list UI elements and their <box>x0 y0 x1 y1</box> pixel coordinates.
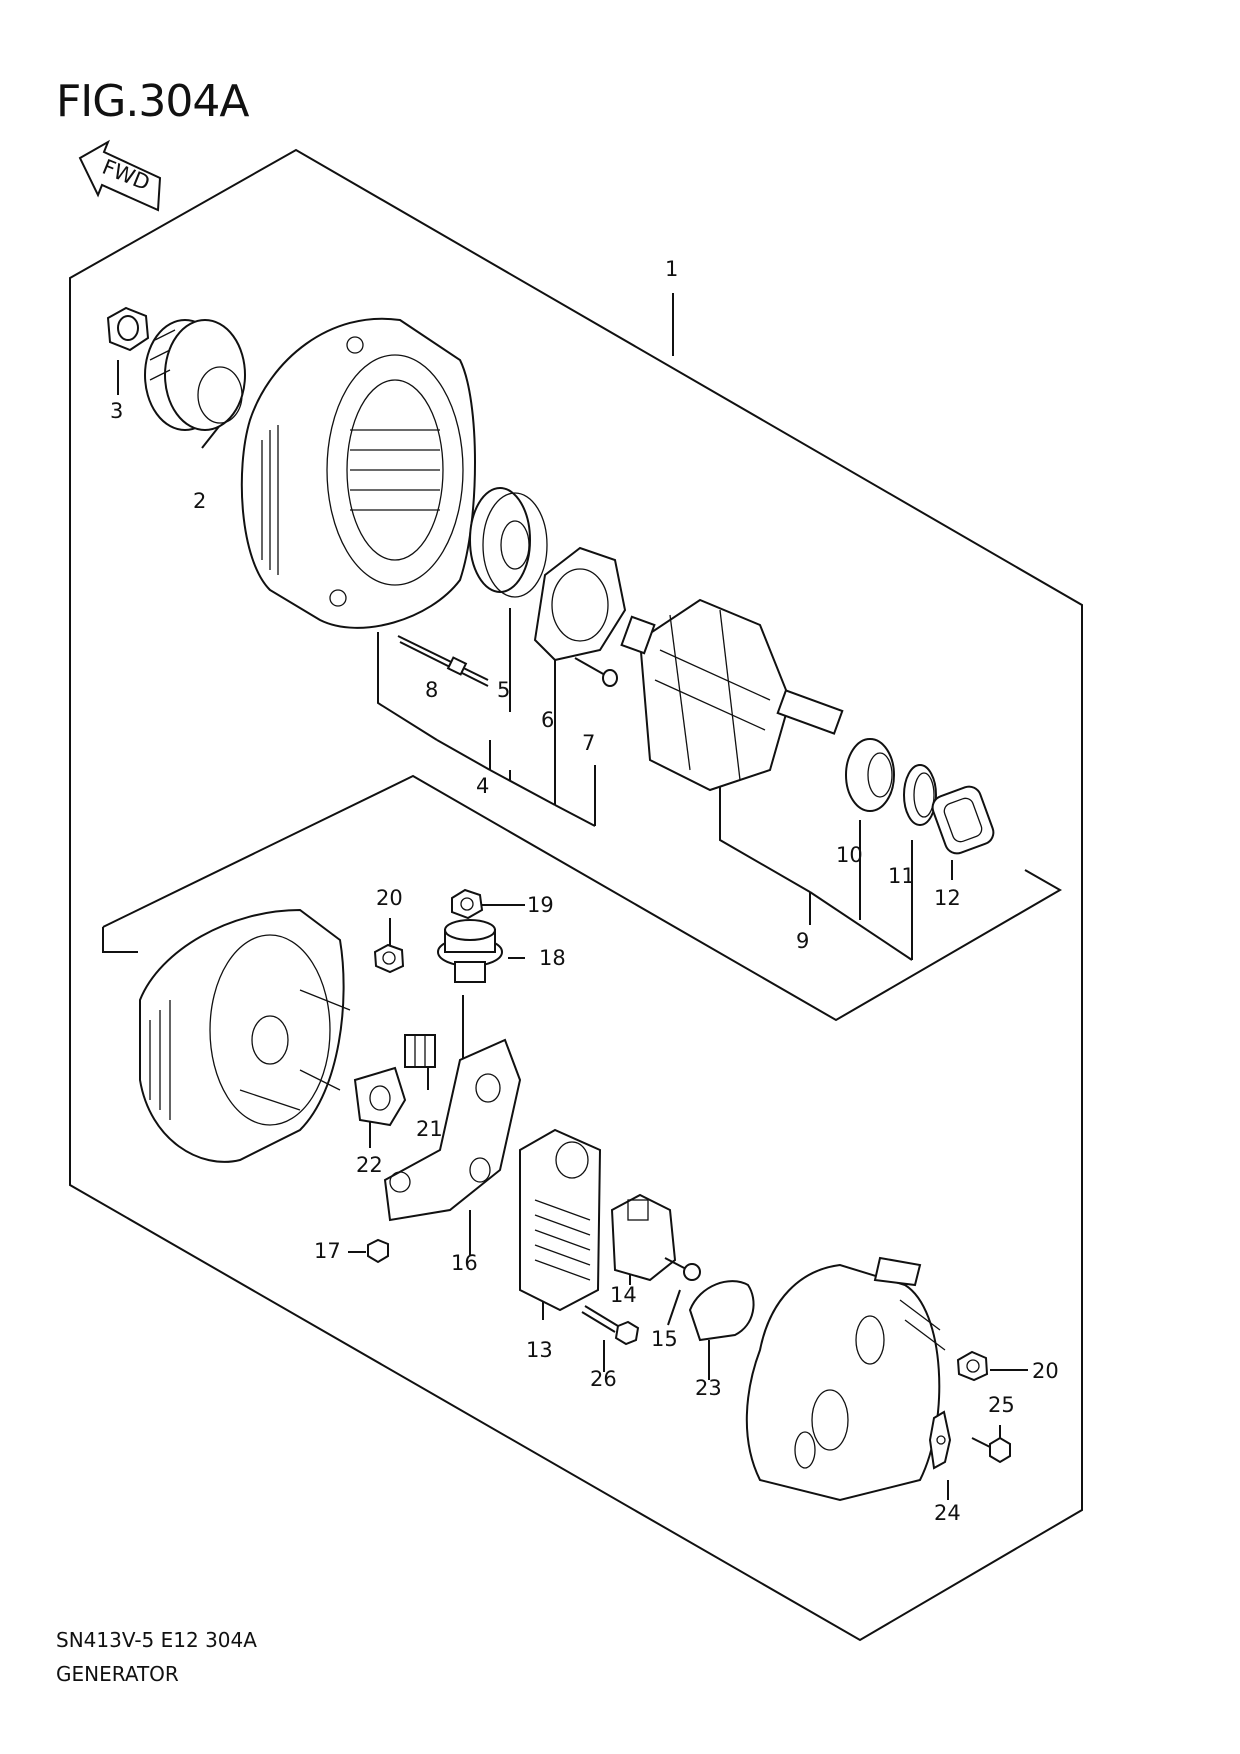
callout-18: 18 <box>539 946 566 970</box>
callout-6: 6 <box>541 708 554 732</box>
nut-lower <box>956 1350 989 1382</box>
callout-24: 24 <box>934 1501 961 1525</box>
callout-19: 19 <box>527 893 554 917</box>
callout-22: 22 <box>356 1153 383 1177</box>
terminal-cap <box>688 1280 755 1342</box>
callout-4: 4 <box>476 774 489 798</box>
terminal-nut <box>451 888 484 920</box>
pulley <box>144 319 246 431</box>
regulator-screw <box>581 1305 640 1346</box>
callout-2: 2 <box>193 489 206 513</box>
rectifier-end-frame <box>139 908 351 1163</box>
rotor <box>620 598 844 792</box>
callout-7: 7 <box>582 731 595 755</box>
pulley-nut <box>106 306 150 352</box>
bearing-retainer <box>533 546 627 662</box>
callout-17: 17 <box>314 1239 341 1263</box>
ic-regulator <box>519 1128 602 1312</box>
nut-upper <box>373 943 405 974</box>
terminal-clip <box>404 1034 436 1068</box>
callout-12: 12 <box>934 886 961 910</box>
terminal-bracket <box>928 1410 952 1470</box>
retainer-screw <box>574 657 618 687</box>
figure-title: FIG.304A <box>56 76 249 127</box>
rear-bearing <box>845 738 895 812</box>
callout-10: 10 <box>836 843 863 867</box>
brush-holder-screw <box>664 1257 701 1281</box>
bearing <box>469 487 548 598</box>
callout-26: 26 <box>590 1367 617 1391</box>
callout-1: 1 <box>665 257 678 281</box>
drive-end-frame <box>240 317 476 629</box>
rear-end-cover <box>745 1256 946 1502</box>
rectifier <box>383 995 522 1222</box>
fwd-arrow-icon: FWD <box>78 139 162 212</box>
rotor-frame <box>102 774 1063 1022</box>
callout-11: 11 <box>888 864 915 888</box>
callout-5: 5 <box>497 678 510 702</box>
rectifier-screw <box>367 1238 389 1264</box>
callout-20: 20 <box>376 886 403 910</box>
figure-code: SN413V-5 E12 304A <box>56 1628 257 1652</box>
callout-23: 23 <box>695 1376 722 1400</box>
terminal-insulator <box>437 919 503 983</box>
callout-14: 14 <box>610 1283 637 1307</box>
brush-holder <box>610 1193 677 1282</box>
bearing-seal <box>931 785 995 855</box>
figure-name: GENERATOR <box>56 1662 179 1686</box>
callout-20-lower: 20 <box>1032 1359 1059 1383</box>
callout-8: 8 <box>425 678 438 702</box>
cover-bolt <box>971 1436 1011 1464</box>
bearing-cover-ring <box>903 764 937 826</box>
stud-bolt <box>397 635 489 687</box>
callout-21: 21 <box>416 1117 443 1141</box>
callout-25: 25 <box>988 1393 1015 1417</box>
assembly-frame <box>69 148 1083 1642</box>
callout-9: 9 <box>796 929 809 953</box>
callout-13: 13 <box>526 1338 553 1362</box>
insulator-plate <box>353 1066 407 1127</box>
callout-16: 16 <box>451 1251 478 1275</box>
rotor-frame-left <box>102 927 138 953</box>
callout-3: 3 <box>110 399 123 423</box>
callout-15: 15 <box>651 1327 678 1351</box>
